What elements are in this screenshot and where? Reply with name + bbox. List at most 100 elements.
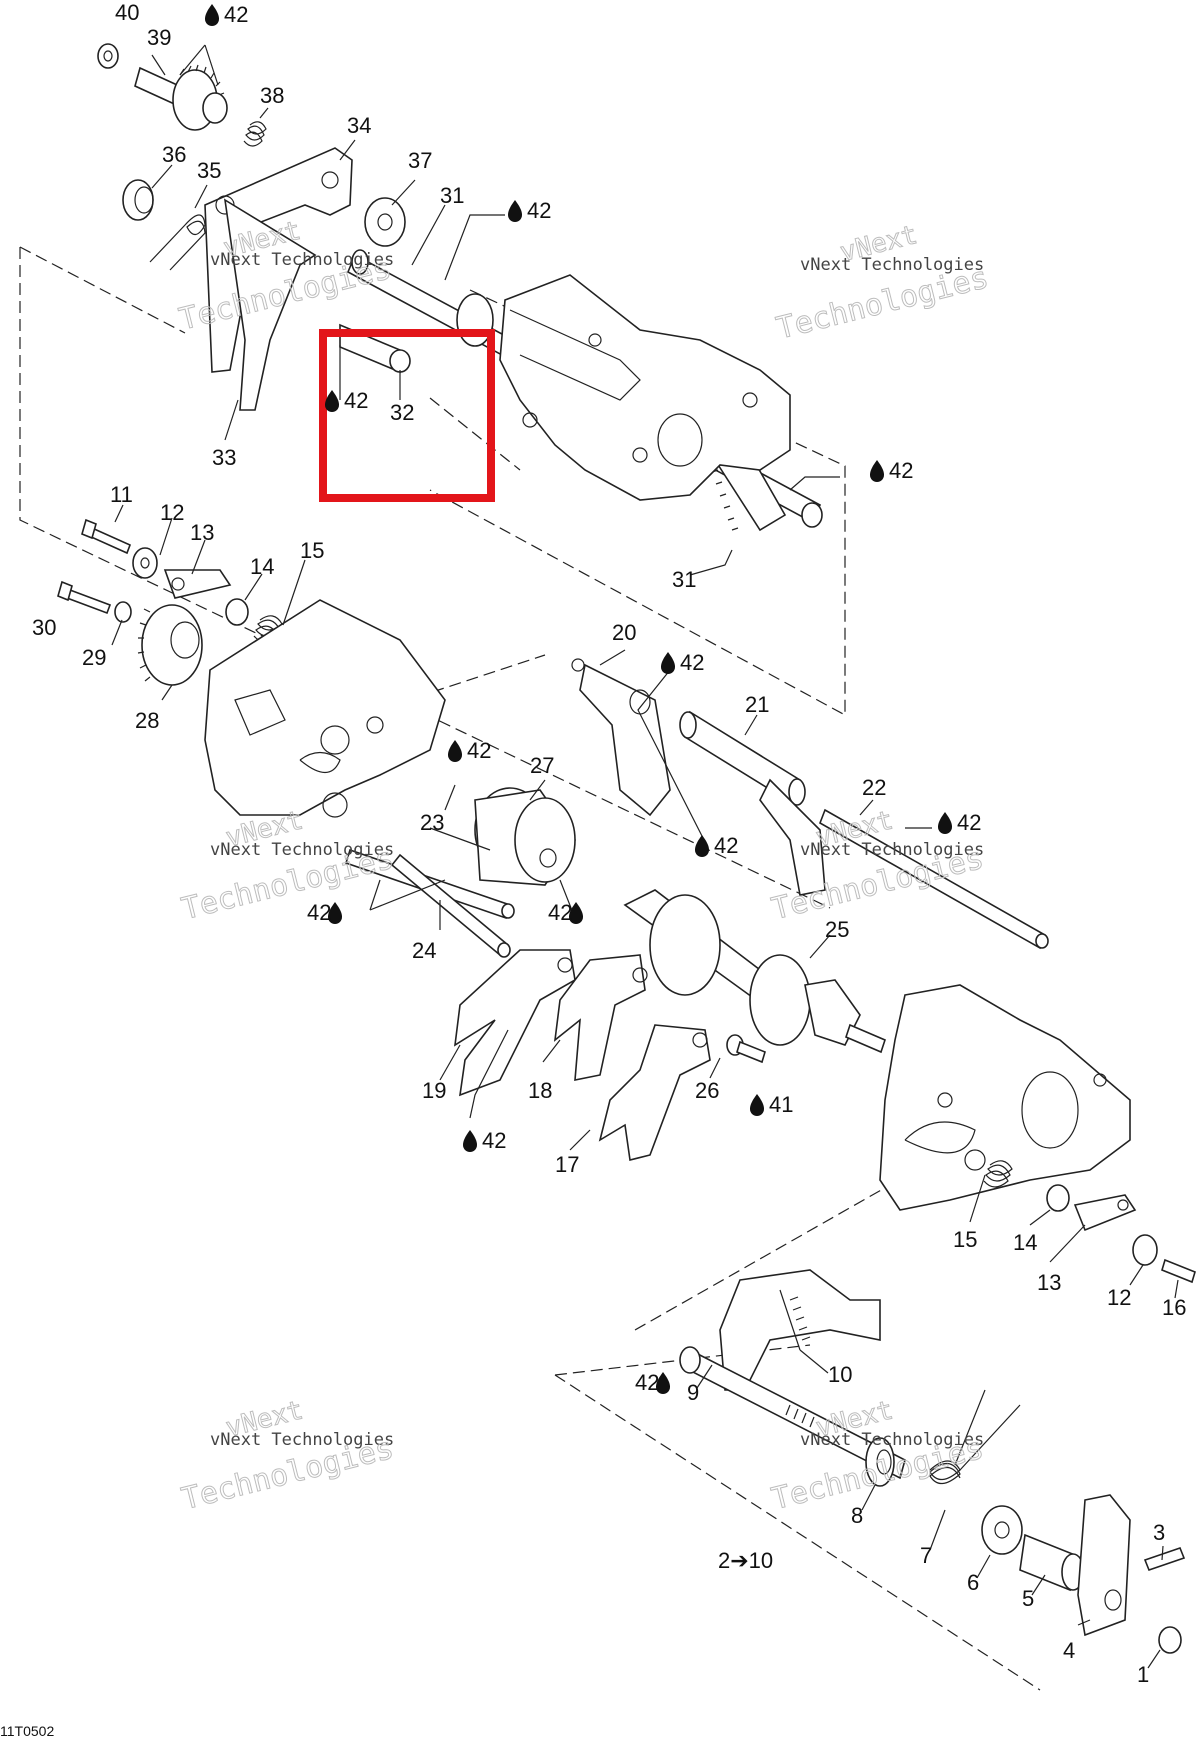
label-8: 8 [851,1503,863,1528]
label-24: 24 [412,938,436,963]
lube-callout-label: 42 [224,2,248,27]
label-31: 31 [440,183,464,208]
part-26-bolt [726,1034,766,1064]
label-15b: 15 [953,1227,977,1252]
watermark-line2: vNext Technologies [210,250,394,270]
lube-callout-label: 42 [527,198,551,223]
label-21: 21 [745,692,769,717]
watermark-5: vNext vNext Technologies Technologies [178,1395,398,1518]
oil-drop-icon [656,1372,670,1394]
housing-lower [879,984,1131,1211]
label-14: 14 [250,554,274,579]
label-31b: 31 [672,567,696,592]
label-18: 18 [528,1078,552,1103]
part-39-gear-shaft [134,64,228,131]
label-34: 34 [347,113,371,138]
leader-lines [111,44,1179,1669]
part-13-link [163,569,232,599]
watermark-2: vNext vNext Technologies Technologies [773,219,993,347]
part-16-bolt [1161,1258,1196,1284]
label-29: 29 [82,645,106,670]
part-13b-link [1073,1194,1137,1232]
watermark-3: vNext vNext Technologies Technologies [178,805,398,928]
lube-callout: 42 [508,198,551,223]
lube-callout: 42 [695,833,738,858]
label-22: 22 [862,775,886,800]
part-4-lever-arm [1077,1494,1131,1637]
part-14-washer [225,598,249,626]
part-25-shift-drum [623,889,886,1054]
label-39: 39 [147,25,171,50]
part-28-gear [137,604,203,686]
lube-callout: 42 [307,900,342,925]
part-14b-washer [1046,1184,1070,1212]
label-19: 19 [422,1078,446,1103]
lube-callout: 42 [325,388,368,413]
lube-callout: 42 [661,650,704,675]
lube-callout: 42 [448,738,491,763]
label-10: 10 [828,1362,852,1387]
part-12-washer [132,547,158,579]
part-20-fork [571,658,671,817]
lube-callout-label: 42 [680,650,704,675]
part-11-bolt [81,518,132,555]
oil-drop-icon [325,390,339,412]
lube-callout: 42 [205,2,248,27]
part-19-fork [453,949,576,1097]
part-3-bolt [1143,1546,1186,1572]
highlight-box [319,329,495,502]
part-7-torsion-spring [929,1389,1021,1485]
oil-drop-icon [938,812,952,834]
part-29-washer [114,601,132,623]
part-35-torsion-spring [149,214,206,271]
part-1-washer [1158,1626,1182,1654]
label-17: 17 [555,1152,579,1177]
oil-drop-icon [695,835,709,857]
lube-callout-41: 41 [750,1092,793,1117]
part-5-bushing [1019,1533,1085,1592]
lube-callout-label: 42 [548,900,572,925]
label-28: 28 [135,708,159,733]
part-10-spring [779,1289,811,1351]
part-8-seal [865,1437,895,1487]
part-34-lever-plate [204,147,353,373]
part-40-washer [97,43,119,69]
svg-text:vNext Technologies: vNext Technologies [800,255,984,275]
oil-drop-icon [661,652,675,674]
part-17-fork [598,1024,711,1161]
label-32: 32 [390,400,414,425]
lube-callout-label: 42 [635,1370,659,1395]
part-33-lever-arm [223,198,317,411]
part-15b-spring [983,1160,1013,1188]
label-23: 23 [420,810,444,835]
part-21-shift-cam-sleeve [679,710,826,896]
label-27: 27 [530,753,554,778]
label-6: 6 [967,1570,979,1595]
label-30: 30 [32,615,56,640]
label-15: 15 [300,538,324,563]
part-18-fork [553,954,648,1081]
label-11: 11 [110,482,133,507]
svg-text:vNext Technologies: vNext Technologies [210,840,394,860]
lube-callout: 42 [548,900,583,925]
part-38-spring [243,121,267,147]
label-16: 16 [1162,1295,1186,1320]
lube-callout-label: 42 [467,738,491,763]
label-33: 33 [212,445,236,470]
lube-callout: 42 [463,1128,506,1153]
lube-callout-label: 42 [714,833,738,858]
lube-callout-41-label: 41 [769,1092,793,1117]
housing-upper [499,274,791,501]
lube-callout: 42 [635,1370,670,1395]
lube-callout-label: 42 [957,810,981,835]
label-1: 1 [1137,1662,1149,1687]
oil-drop-icon [569,902,583,924]
label-3: 3 [1153,1520,1165,1545]
oil-drop-icon [463,1130,477,1152]
housing-middle [204,599,446,818]
lube-callout-label: 42 [307,900,331,925]
label-9: 9 [687,1380,699,1405]
